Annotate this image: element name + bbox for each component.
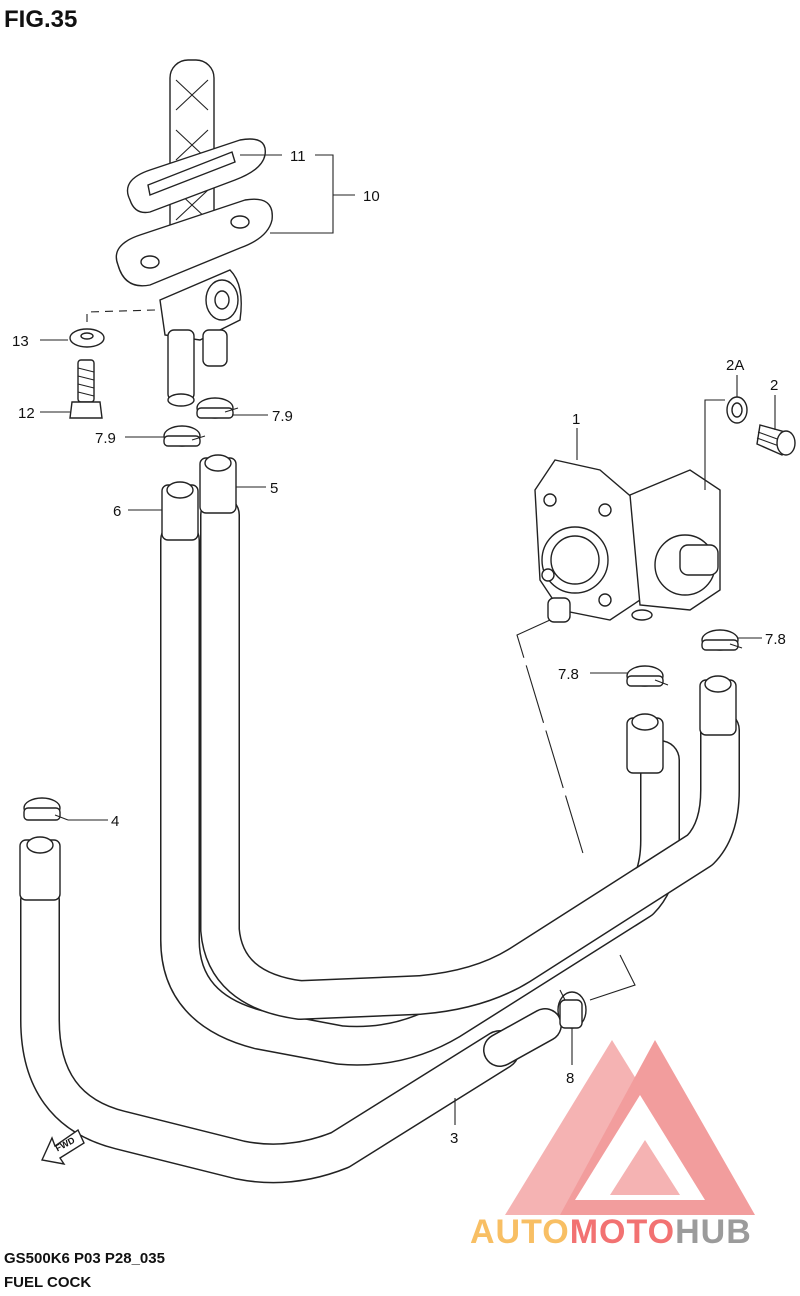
callout-4: 4 bbox=[111, 813, 119, 830]
callout-8: 8 bbox=[566, 1070, 574, 1087]
hose-6-top-end-opening bbox=[631, 713, 659, 731]
leader-valve-hose bbox=[516, 619, 586, 861]
callout-11: 11 bbox=[290, 148, 306, 165]
clamp-7.9-left bbox=[163, 425, 206, 447]
screw-2 bbox=[756, 424, 796, 456]
callout-7.9-right: 7.9 bbox=[272, 408, 293, 425]
leader-lines bbox=[40, 154, 776, 1125]
leader-fuel-cock-dash bbox=[86, 309, 156, 322]
hose-6-end-opening bbox=[166, 481, 194, 499]
callout-10: 10 bbox=[363, 188, 380, 205]
clamp-7.8-left bbox=[626, 665, 669, 687]
hose-3-end-opening bbox=[26, 836, 54, 854]
clamp-8 bbox=[557, 989, 587, 1029]
logo-triangle-core bbox=[610, 1140, 680, 1195]
callout-5: 5 bbox=[270, 480, 278, 497]
fuel-cock-body bbox=[159, 269, 242, 407]
o-ring-2A bbox=[726, 396, 748, 424]
logo-triangle-inner bbox=[575, 1095, 705, 1200]
footer-code: GS500K6 P03 P28_035 bbox=[4, 1250, 165, 1267]
fwd-arrow: FWD bbox=[40, 1128, 85, 1165]
leader-hose-clamp bbox=[589, 954, 636, 1001]
logo-text-moto: MOTO bbox=[570, 1213, 675, 1251]
hose-5 bbox=[199, 454, 740, 1020]
callout-7.9-left: 7.9 bbox=[95, 430, 116, 447]
hose-3 bbox=[19, 836, 562, 1184]
callout-3: 3 bbox=[450, 1130, 458, 1147]
logo-text-auto: AUTO bbox=[470, 1213, 570, 1251]
logo-text-hub: HUB bbox=[675, 1213, 752, 1251]
callout-13: 13 bbox=[12, 333, 29, 350]
clamp-7.8-right bbox=[701, 629, 743, 651]
callout-7.8-left: 7.8 bbox=[558, 666, 579, 683]
hose-5-end-opening bbox=[204, 454, 232, 472]
screw-12 bbox=[69, 359, 103, 419]
clamp-4 bbox=[23, 797, 69, 821]
callout-6: 6 bbox=[113, 503, 121, 520]
mounting-plate-10 bbox=[115, 198, 273, 287]
leader-2A-bracket bbox=[704, 399, 725, 490]
callout-labels: 11 10 13 12 7.9 7.9 5 6 2A 2 1 7.8 7.8 4… bbox=[12, 148, 786, 1147]
logo-text: AUTOMOTOHUB bbox=[470, 1213, 752, 1251]
figure-title: FIG.35 bbox=[4, 6, 77, 33]
callout-7.8-right: 7.8 bbox=[765, 631, 786, 648]
footer-name: FUEL COCK bbox=[4, 1274, 91, 1291]
watermark-logo: AUTOMOTOHUB bbox=[470, 1040, 755, 1251]
callout-2A: 2A bbox=[726, 357, 744, 374]
hose-5-top-end-opening bbox=[704, 675, 732, 693]
callout-1: 1 bbox=[572, 411, 580, 428]
leader-10 bbox=[270, 154, 355, 234]
callout-12: 12 bbox=[18, 405, 35, 422]
callout-2: 2 bbox=[770, 377, 778, 394]
clamp-7.9-right bbox=[196, 397, 239, 419]
washer-13 bbox=[69, 328, 105, 348]
fuel-valve-1 bbox=[534, 459, 721, 623]
